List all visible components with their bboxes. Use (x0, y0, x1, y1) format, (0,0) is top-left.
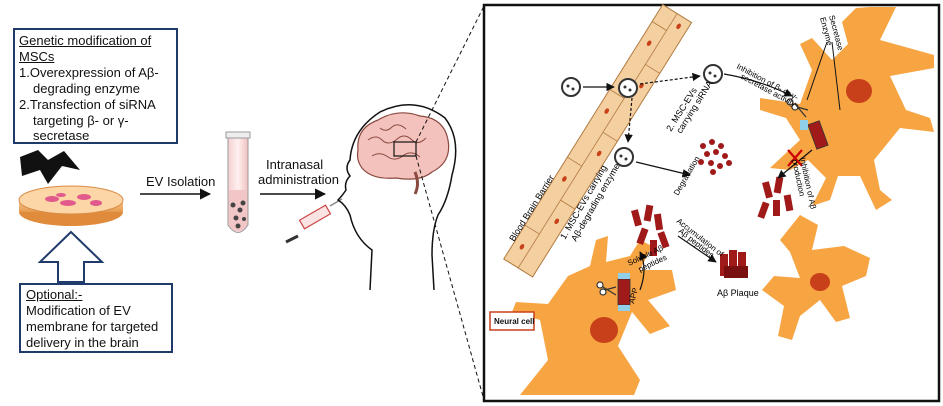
arrow-app-to-peptides (639, 251, 648, 291)
genetic-box-item-2b: targeting β- or γ- (33, 113, 129, 128)
genetic-modification-box (13, 28, 178, 144)
optional-box-line-1: Modification of EV (26, 303, 131, 318)
arrow-ev-enzyme (624, 97, 633, 143)
app-label: APP (627, 287, 640, 305)
plaque-label: Aβ Plaque (717, 288, 759, 298)
degraded-fragments-icon (698, 139, 732, 175)
zoom-line-top (415, 5, 485, 143)
ev-vesicle-icon (561, 64, 723, 167)
arrow-ev-to-neuron (723, 73, 793, 97)
genetic-box-title: Genetic modification of (19, 33, 152, 48)
scissors-icon (596, 281, 617, 296)
app-icon (617, 273, 631, 311)
genetic-box-item-1: 1.Overexpression of Aβ- (19, 65, 159, 80)
head-profile-icon (336, 104, 457, 291)
ev-isolation-label: EV Isolation (146, 174, 216, 189)
genetic-box-item-2c: secretase (33, 128, 90, 143)
test-tube-icon (225, 131, 251, 233)
inhibition-x-icon (787, 149, 803, 167)
intranasal-label-1: Intranasal (266, 157, 324, 172)
optional-box (19, 283, 173, 353)
genetic-box-title-2: MSCs (19, 49, 55, 64)
soluble-peptides-icon (631, 204, 670, 256)
scissors-icon-2 (786, 98, 809, 118)
neuron-bottom-right (762, 215, 870, 340)
hollow-up-arrow-icon (37, 230, 105, 283)
lightning-icon (20, 150, 80, 184)
blood-brain-barrier (503, 3, 693, 278)
neuron-top-right (760, 7, 934, 210)
genetic-box-item-1b: degrading enzyme (33, 81, 140, 96)
syringe-icon (285, 198, 343, 244)
neural-cell-box (489, 311, 535, 331)
brain-icon (356, 112, 450, 195)
genetic-box-item-2: 2.Transfection of siRNA (19, 97, 156, 112)
arrow-inhibition (777, 149, 813, 179)
inhibited-peptides-icon (757, 176, 794, 219)
optional-box-title: Optional:- (26, 287, 83, 302)
optional-box-line-2: membrane for targeted (26, 319, 159, 334)
arrow-to-plaque (677, 235, 717, 263)
arrow-to-degradation (635, 161, 691, 178)
zoom-line-bottom (415, 155, 485, 401)
neuron-bottom-left (512, 236, 676, 395)
neural-cell-label: Neural cell (494, 317, 534, 326)
arrow-ev-siRNA (639, 72, 701, 85)
petri-dish-icon (18, 185, 124, 226)
intranasal-label-2: administration (258, 172, 339, 187)
plaque-icon (720, 250, 748, 278)
optional-box-line-3: delivery in the brain (26, 335, 139, 350)
secretase-block-icon (800, 120, 829, 150)
